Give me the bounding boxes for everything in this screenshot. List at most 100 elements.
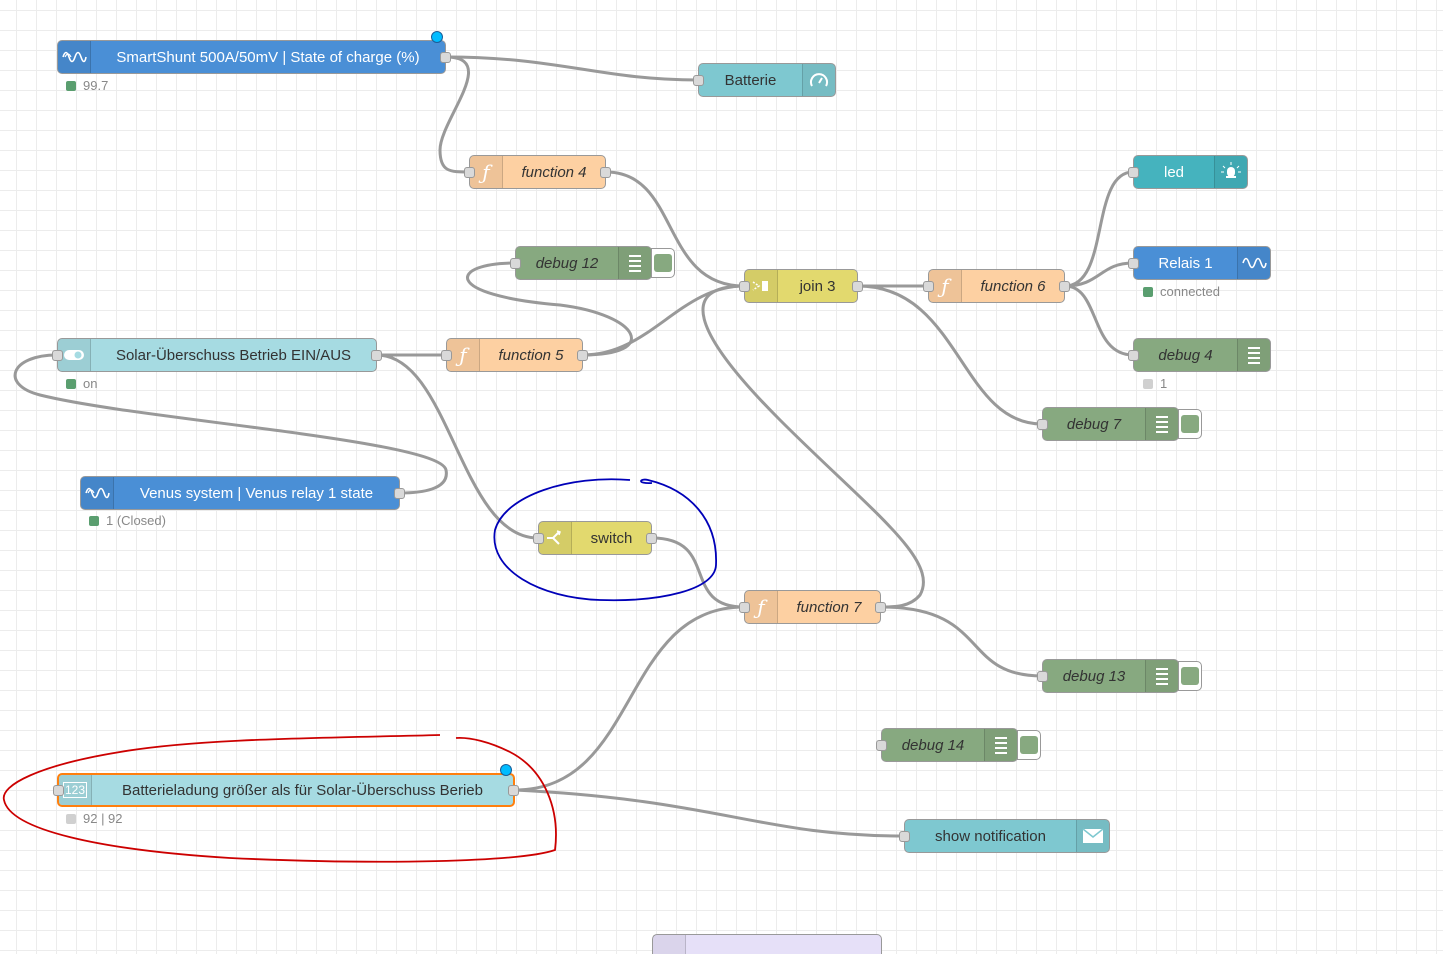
status-dot — [89, 515, 99, 526]
output-port[interactable] — [508, 785, 519, 796]
wire[interactable] — [466, 261, 633, 357]
status-text: connected — [1160, 284, 1220, 299]
input-port[interactable] — [1128, 258, 1139, 269]
function-icon: ƒ — [745, 591, 778, 623]
debug-list-icon — [1145, 660, 1178, 692]
wire[interactable] — [857, 284, 1043, 426]
input-port[interactable] — [1128, 350, 1139, 361]
gauge-icon — [802, 64, 835, 96]
debug-4-node[interactable]: debug 4 — [1128, 338, 1271, 372]
wire[interactable] — [582, 284, 745, 357]
output-port[interactable] — [875, 602, 886, 613]
changed-indicator-dot — [500, 764, 512, 776]
wire[interactable] — [1064, 170, 1134, 288]
function-5-node[interactable]: ƒ function 5 — [441, 338, 588, 372]
input-port[interactable] — [739, 281, 750, 292]
wire[interactable] — [514, 788, 905, 838]
wire[interactable] — [880, 605, 1043, 678]
batterie-gauge-node[interactable]: Batterie — [693, 63, 836, 97]
node-label: Venus system | Venus relay 1 state — [139, 484, 374, 502]
input-port[interactable] — [923, 281, 934, 292]
relais-1-node[interactable]: Relais 1 — [1128, 246, 1271, 280]
switch-node[interactable]: switch — [533, 521, 657, 555]
status-text: on — [83, 376, 98, 391]
debug-14-node[interactable]: debug 14 — [876, 728, 1018, 762]
changed-indicator-dot — [431, 31, 443, 43]
input-port[interactable] — [1128, 167, 1139, 178]
input-port[interactable] — [53, 785, 64, 796]
function-6-node[interactable]: ƒ function 6 — [923, 269, 1070, 303]
debug-12-node[interactable]: debug 12 — [510, 246, 652, 280]
input-port[interactable] — [464, 167, 475, 178]
led-node[interactable]: led — [1128, 155, 1248, 189]
output-port[interactable] — [440, 52, 451, 63]
debug-7-node[interactable]: debug 7 — [1037, 407, 1179, 441]
input-port[interactable] — [1037, 419, 1048, 430]
debug-list-icon — [618, 247, 651, 279]
input-port[interactable] — [52, 350, 63, 361]
wire[interactable] — [438, 55, 470, 174]
wire[interactable] — [514, 605, 745, 792]
batterieladung-numeric-node[interactable]: 123 Batterieladung größer als für Solar-… — [53, 773, 519, 807]
toggle-icon — [58, 339, 91, 371]
victron-wave-icon — [58, 41, 91, 73]
node-status: connected — [1143, 284, 1220, 299]
status-text: 1 — [1160, 376, 1168, 391]
node-label: debug 4 — [1158, 346, 1213, 364]
numeric-123-icon: 123 — [59, 775, 92, 805]
input-port[interactable] — [441, 350, 452, 361]
input-port[interactable] — [899, 831, 910, 842]
node-status: 99.7 — [66, 78, 108, 93]
wire[interactable] — [445, 55, 699, 82]
function-4-node[interactable]: ƒ function 4 — [464, 155, 611, 189]
input-port[interactable] — [876, 740, 887, 751]
wire[interactable] — [605, 170, 745, 288]
node-status: 1 (Closed) — [89, 513, 166, 528]
output-port[interactable] — [394, 488, 405, 499]
node-label: Relais 1 — [1158, 254, 1213, 272]
input-port[interactable] — [510, 258, 521, 269]
debug-toggle-button[interactable] — [651, 248, 675, 278]
wire[interactable] — [1064, 284, 1134, 357]
node-status: 1 — [1143, 376, 1167, 391]
solar-switch-node[interactable]: Solar-Überschuss Betrieb EIN/AUS — [52, 338, 382, 372]
output-port[interactable] — [1059, 281, 1070, 292]
debug-toggle-button[interactable] — [1017, 730, 1041, 760]
input-port[interactable] — [739, 602, 750, 613]
victron-wave-icon — [1237, 247, 1270, 279]
venus-system-node[interactable]: Venus system | Venus relay 1 state — [80, 476, 405, 510]
status-dot — [66, 80, 76, 91]
node-label: Batterieladung größer als für Solar-Über… — [121, 781, 483, 799]
node-label: Solar-Überschuss Betrieb EIN/AUS — [115, 346, 352, 364]
output-port[interactable] — [371, 350, 382, 361]
partial-node-offscreen[interactable] — [652, 934, 882, 954]
output-port[interactable] — [646, 533, 657, 544]
debug-toggle-button[interactable] — [1178, 409, 1202, 439]
numeric-icon-text: 123 — [62, 782, 88, 798]
wire[interactable] — [1064, 261, 1134, 288]
output-port[interactable] — [577, 350, 588, 361]
output-port[interactable] — [852, 281, 863, 292]
wire[interactable] — [701, 284, 925, 609]
switch-icon — [539, 522, 572, 554]
input-port[interactable] — [533, 533, 544, 544]
wire[interactable] — [376, 353, 539, 540]
led-icon — [1214, 156, 1247, 188]
smartshunt-node[interactable]: SmartShunt 500A/50mV | State of charge (… — [57, 40, 451, 74]
show-notification-node[interactable]: show notification — [899, 819, 1110, 853]
victron-wave-icon — [81, 477, 114, 509]
output-port[interactable] — [600, 167, 611, 178]
debug-13-node[interactable]: debug 13 — [1037, 659, 1179, 693]
wire[interactable] — [651, 536, 745, 609]
input-port[interactable] — [693, 75, 704, 86]
status-text: 99.7 — [83, 78, 109, 93]
red-annotation-circle — [3, 734, 557, 863]
function-7-node[interactable]: ƒ function 7 — [739, 590, 886, 624]
debug-toggle-button[interactable] — [1178, 661, 1202, 691]
input-port[interactable] — [1037, 671, 1048, 682]
join-3-node[interactable]: join 3 — [739, 269, 863, 303]
wire[interactable] — [13, 353, 448, 495]
node-label: join 3 — [799, 277, 836, 295]
